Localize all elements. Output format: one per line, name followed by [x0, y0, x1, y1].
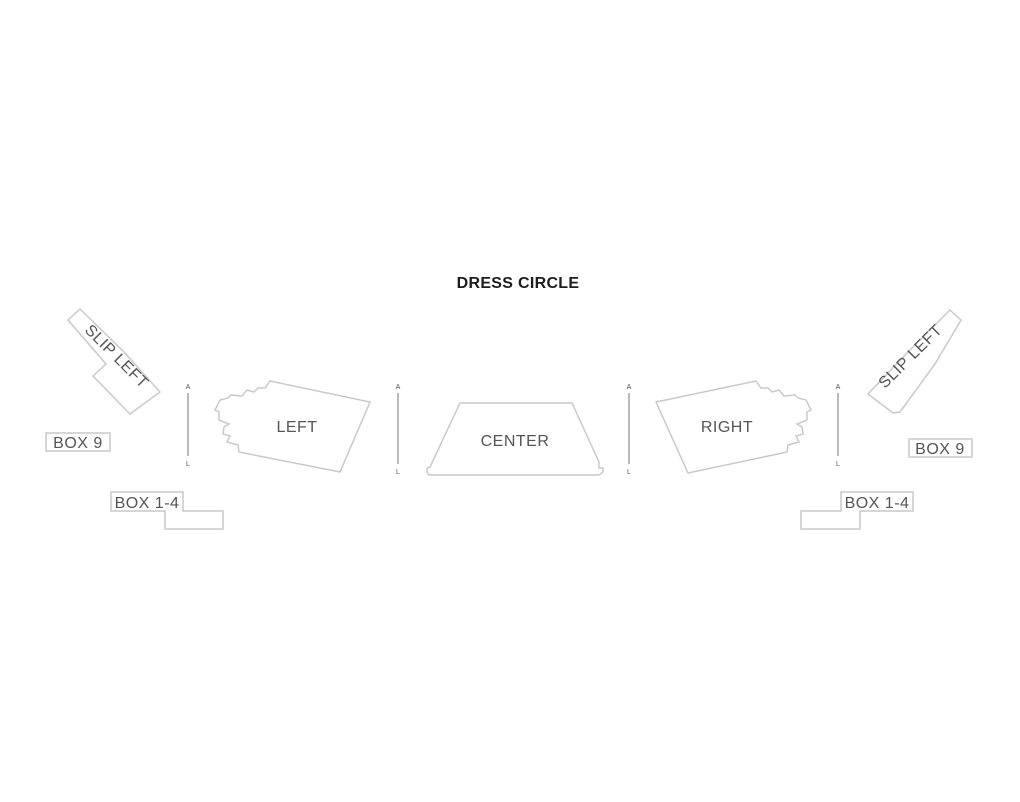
section-left[interactable]: LEFT: [213, 380, 372, 473]
row-letter-last: L: [396, 469, 400, 476]
row-letter-first: A: [627, 384, 632, 391]
row-letter-first: A: [186, 384, 191, 391]
row-marker-4: A L: [836, 384, 841, 468]
row-letter-first: A: [836, 384, 841, 391]
section-box-9-right[interactable]: BOX 9: [908, 438, 973, 458]
map-title: DRESS CIRCLE: [457, 275, 580, 292]
section-box-1-4-right[interactable]: BOX 1-4: [800, 491, 914, 530]
row-letter-last: L: [836, 461, 840, 468]
section-center[interactable]: CENTER: [426, 402, 604, 476]
row-marker-1: A L: [186, 384, 191, 468]
section-box-1-4-left[interactable]: BOX 1-4: [110, 491, 224, 530]
section-slip-left-left[interactable]: SLIP LEFT: [66, 307, 162, 415]
row-marker-3: A L: [627, 384, 632, 476]
section-right[interactable]: RIGHT: [654, 380, 813, 474]
row-letter-last: L: [186, 461, 190, 468]
section-box-9-left[interactable]: BOX 9: [45, 432, 111, 452]
section-slip-left-right[interactable]: SLIP LEFT: [866, 308, 962, 414]
row-letter-first: A: [396, 384, 401, 391]
row-letter-last: L: [627, 469, 631, 476]
row-marker-2: A L: [396, 384, 401, 476]
